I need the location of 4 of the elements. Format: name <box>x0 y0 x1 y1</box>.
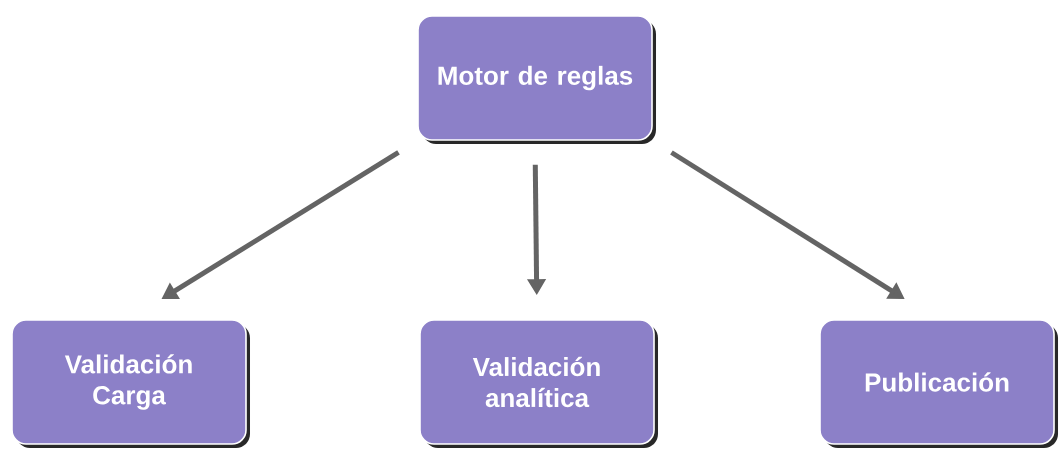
process-box: Validación Carga <box>11 319 250 448</box>
process-box: Validación analítica <box>419 319 658 448</box>
process-box: Publicación <box>819 319 1058 448</box>
process-box: Motor de reglas <box>417 15 656 144</box>
